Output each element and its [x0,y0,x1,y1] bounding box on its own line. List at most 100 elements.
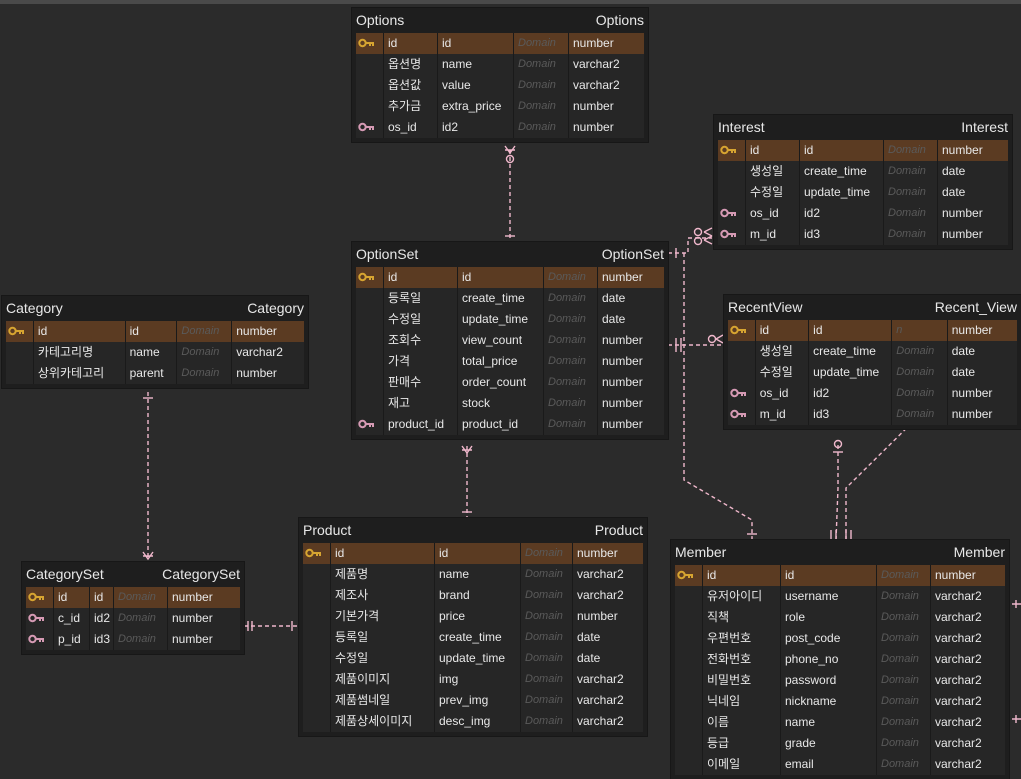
logical-name-cell: 비밀번호 [703,670,781,691]
entity-physical-name: Recent_View [934,299,1017,315]
physical-name-cell: extra_price [438,96,514,117]
type-cell: date [602,291,626,305]
key-cell [356,96,384,117]
domain-cell: Domain [544,288,598,309]
domain-cell: n [892,320,948,341]
physical-name-cell: img [435,669,521,690]
physical-name-cell: id [438,33,514,54]
key-cell [6,342,34,363]
physical-name-cell: id [800,140,884,161]
key-cell [675,691,703,712]
domain-cell: Domain [544,309,598,330]
key-cell [303,648,331,669]
key-cell [303,606,331,627]
type-cell: number [172,590,213,604]
logical-name-cell: 수정일 [746,182,800,203]
logical-name-cell: 기본가격 [331,606,435,627]
logical-name-cell: 전화번호 [703,649,781,670]
type-cell: number [942,143,983,157]
key-cell [356,288,384,309]
type-cell: number [602,354,643,368]
type-cell: varchar2 [935,736,982,750]
domain-cell: Domain [877,607,931,628]
logical-name-cell: id [34,321,126,342]
logical-name-cell: 옵션명 [384,54,438,75]
foreign-key-icon [26,608,54,629]
entity-logical-name: RecentView [728,299,803,315]
key-cell [675,754,703,775]
type-cell: date [951,344,976,358]
domain-cell: Domain [884,203,938,224]
domain-cell: Domain [177,342,233,363]
domain-cell: Domain [514,33,569,54]
logical-name-cell: c_id [54,608,90,629]
physical-name-cell: prev_img [435,690,521,711]
type-cell: number [602,417,643,431]
domain-cell: Domain [544,414,598,435]
logical-name-cell: 제품상세이미지 [331,711,435,732]
domain-cell: Domain [877,649,931,670]
logical-name-cell: 생성일 [746,161,800,182]
domain-cell: Domain [892,404,948,425]
logical-name-cell: os_id [756,383,810,404]
entity-physical-name: CategorySet [162,566,240,582]
domain-cell: Domain [892,341,948,362]
